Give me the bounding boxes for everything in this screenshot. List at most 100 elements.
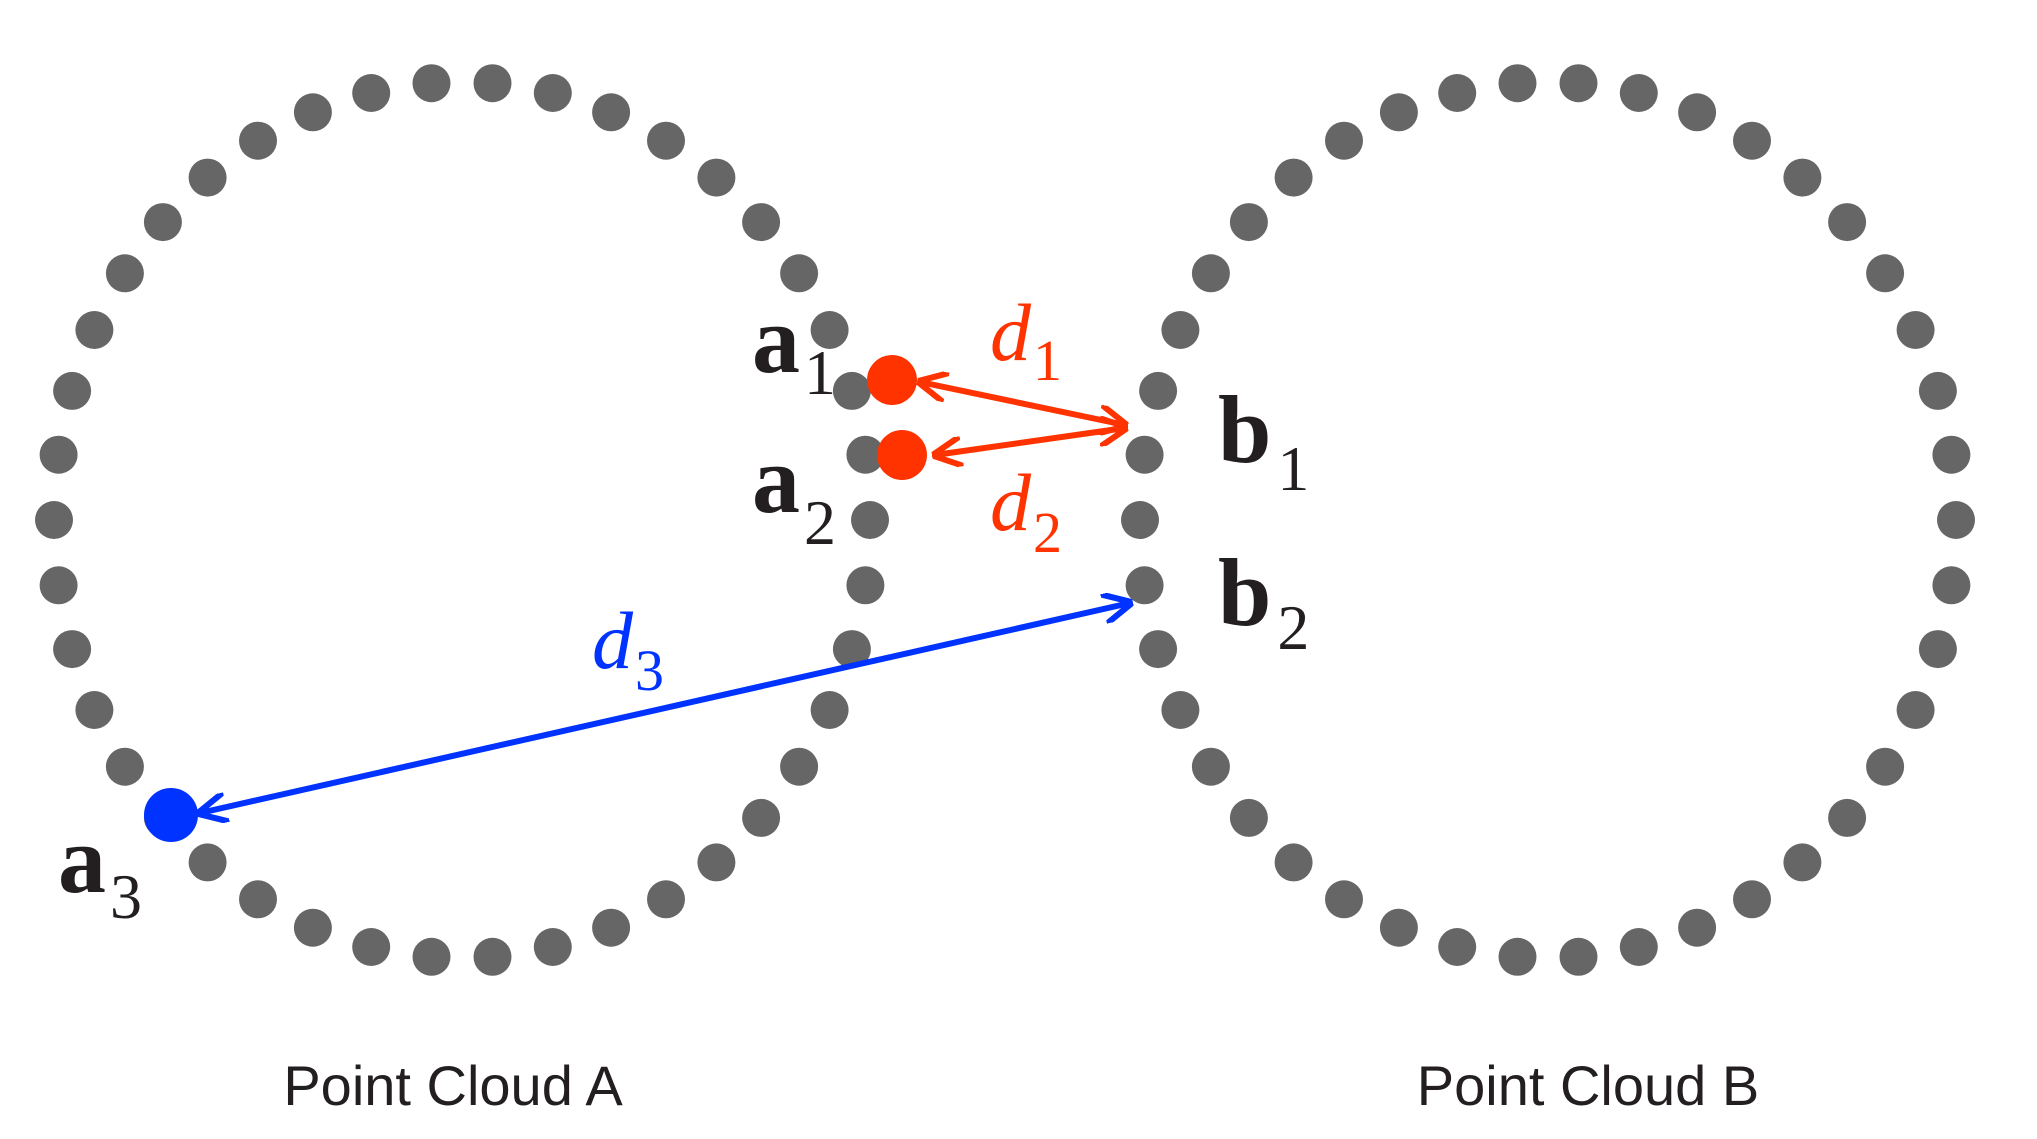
cloud-a-dot bbox=[592, 908, 631, 947]
cloud-b-dot bbox=[1325, 880, 1363, 919]
cloud-b-dot bbox=[1274, 158, 1313, 197]
cloud-b-dot bbox=[1866, 747, 1905, 786]
cloud-b-dot bbox=[1125, 566, 1164, 605]
cloud-b-dot bbox=[1896, 311, 1935, 349]
cloud-a-dot bbox=[39, 435, 78, 474]
cloud-a-dot bbox=[352, 928, 391, 966]
cloud-a-dot bbox=[412, 64, 451, 103]
cloud-a-dot bbox=[53, 630, 92, 669]
cloud-a-dot bbox=[75, 691, 114, 729]
distance-arrow-d1 bbox=[920, 382, 1125, 425]
label-b1: b1 bbox=[1218, 376, 1309, 504]
cloud-b-dot bbox=[1559, 937, 1598, 976]
cloud-a-dot bbox=[143, 203, 182, 242]
cloud-a-dot bbox=[592, 93, 631, 132]
cloud-b-dot bbox=[1932, 566, 1971, 605]
cloud-b-dot bbox=[1733, 880, 1771, 919]
cloud-b-dot bbox=[1379, 908, 1418, 947]
cloud-a-dot bbox=[810, 691, 849, 729]
cloud-b-dot bbox=[1896, 691, 1935, 729]
cloud-a-dot bbox=[846, 435, 885, 474]
cloud-a-dot bbox=[53, 371, 92, 410]
cloud-a-dot bbox=[647, 880, 685, 919]
distance-arrow-d2 bbox=[935, 428, 1125, 455]
cloud-b-dot bbox=[1379, 93, 1418, 132]
cloud-b-dot bbox=[1918, 630, 1957, 669]
cloud-b-dot bbox=[1325, 121, 1363, 160]
cloud-a-dot bbox=[35, 501, 73, 539]
cloud-b-dot bbox=[1828, 798, 1867, 837]
cloud-a-dot bbox=[846, 566, 885, 605]
cloud-b-dot bbox=[1191, 254, 1230, 293]
cloud-a-dot bbox=[810, 311, 849, 349]
cloud-b-dot bbox=[1229, 203, 1268, 242]
cloud-b-dot bbox=[1438, 74, 1477, 112]
cloud-a-dot bbox=[780, 747, 819, 786]
cloud-a-dot bbox=[851, 501, 889, 539]
cloud-b-dot bbox=[1498, 937, 1537, 976]
cloud-b-dot bbox=[1438, 928, 1477, 966]
point-a3 bbox=[144, 788, 198, 842]
cloud-b-dot bbox=[1161, 691, 1200, 729]
cloud-b-dot bbox=[1937, 501, 1975, 539]
cloud-a-dot bbox=[75, 311, 114, 349]
cloud-a-dot bbox=[293, 908, 332, 947]
cloud-b-dot bbox=[1783, 843, 1822, 882]
point-a1 bbox=[867, 355, 917, 405]
cloud-a-dot bbox=[473, 64, 512, 103]
cloud-b-dot bbox=[1783, 158, 1822, 197]
cloud-a-dot bbox=[105, 254, 144, 293]
cloud-a-dot bbox=[742, 203, 781, 242]
cloud-b-dot bbox=[1559, 64, 1598, 103]
label-a2: a2 bbox=[752, 426, 836, 558]
cloud-b-dot bbox=[1932, 435, 1971, 474]
cloud-b-dot bbox=[1161, 311, 1200, 349]
point-a2 bbox=[877, 430, 927, 480]
cloud-a-dot bbox=[105, 747, 144, 786]
label-d3: d3 bbox=[592, 595, 664, 703]
cloud-b-dot bbox=[1121, 501, 1159, 539]
caption-point-cloud-b: Point Cloud B bbox=[1417, 1054, 1759, 1117]
cloud-b-dot bbox=[1866, 254, 1905, 293]
cloud-a-dot bbox=[533, 928, 572, 966]
cloud-a-dot bbox=[780, 254, 819, 293]
cloud-b-dot bbox=[1191, 747, 1230, 786]
cloud-b-dot bbox=[1498, 64, 1537, 103]
cloud-a-dot bbox=[39, 566, 78, 605]
cloud-b-dot bbox=[1678, 93, 1717, 132]
label-a1: a1 bbox=[752, 286, 836, 408]
cloud-b-dot bbox=[1274, 843, 1313, 882]
cloud-a-dot bbox=[742, 798, 781, 837]
label-a3: a3 bbox=[58, 806, 142, 932]
cloud-a-dot bbox=[697, 158, 736, 197]
cloud-b-dot bbox=[1139, 630, 1178, 669]
cloud-a-dot bbox=[188, 843, 227, 882]
cloud-b-dot bbox=[1619, 74, 1658, 112]
distance-arrow-d3 bbox=[200, 603, 1130, 813]
cloud-a-dot bbox=[188, 158, 227, 197]
cloud-b-dot bbox=[1678, 908, 1717, 947]
label-b2: b2 bbox=[1218, 539, 1309, 663]
cloud-b-dot bbox=[1139, 371, 1178, 410]
cloud-a-dot bbox=[473, 937, 512, 976]
cloud-b-dot bbox=[1828, 203, 1867, 242]
cloud-b-dot bbox=[1229, 798, 1268, 837]
cloud-a-dot bbox=[239, 121, 277, 160]
caption-point-cloud-a: Point Cloud A bbox=[283, 1054, 623, 1117]
cloud-a-dot bbox=[697, 843, 736, 882]
label-d1: d1 bbox=[990, 287, 1062, 393]
cloud-b-dot bbox=[1733, 121, 1771, 160]
cloud-a-dot bbox=[352, 74, 391, 112]
label-d2: d2 bbox=[990, 457, 1062, 565]
cloud-a-dot bbox=[533, 74, 572, 112]
cloud-a-dot bbox=[832, 371, 871, 410]
cloud-a-dot bbox=[412, 937, 451, 976]
point-cloud-b-ring bbox=[1121, 64, 1975, 976]
cloud-b-dot bbox=[1918, 371, 1957, 410]
cloud-a-dot bbox=[647, 121, 685, 160]
cloud-b-dot bbox=[1125, 435, 1164, 474]
cloud-a-dot bbox=[293, 93, 332, 132]
cloud-b-dot bbox=[1619, 928, 1658, 966]
cloud-a-dot bbox=[239, 880, 277, 919]
